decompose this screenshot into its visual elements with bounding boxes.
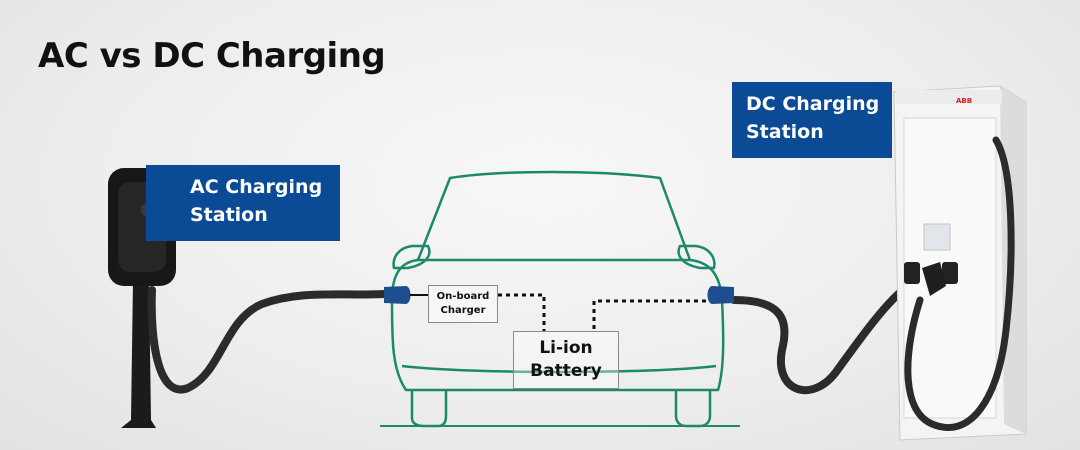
battery-line1: Li-ion [539,338,593,358]
dc-station-label: DC Charging Station [732,82,892,158]
car-windshield-roof [416,170,692,262]
ac-station-label-line2: Station [190,204,268,226]
dc-inlet-to-battery-line [592,299,706,331]
onboard-charger-line2: Charger [440,305,486,316]
car-bumper-line [401,364,717,374]
dc-fast-charger-icon: ABB [893,85,1027,441]
dc-charger-cable [904,136,1015,431]
battery-box: Li-ion Battery [513,331,619,389]
dotted-connections [498,293,706,331]
car-left-wheel [410,390,448,428]
ac-cable [147,286,388,394]
ac-inlet-connector [384,286,411,304]
car-right-wheel [674,390,712,428]
car-front-outline-icon [390,170,725,428]
onboard-charger-line1: On-board [436,291,490,302]
onboard-to-battery-line [498,293,546,331]
battery-line2: Battery [530,361,602,381]
dc-station-label-line2: Station [746,121,824,143]
dc-charger-screen [923,223,951,251]
car-body [390,258,725,392]
onboard-charger-box: On-board Charger [428,285,498,323]
dc-charger-gun [922,262,946,296]
car-right-mirror [677,244,716,270]
dc-charger-brand-mark: ABB [956,97,972,105]
car-left-mirror [392,244,431,270]
ac-station-label-line1: AC Charging [190,176,323,198]
dc-inlet-connector [707,286,734,304]
page-title: AC vs DC Charging [38,36,386,76]
ac-station-label: AC Charging Station [146,165,340,241]
ac-charger-pole [121,280,156,428]
dc-station-label-line1: DC Charging [746,93,880,115]
dc-cable [730,284,910,395]
